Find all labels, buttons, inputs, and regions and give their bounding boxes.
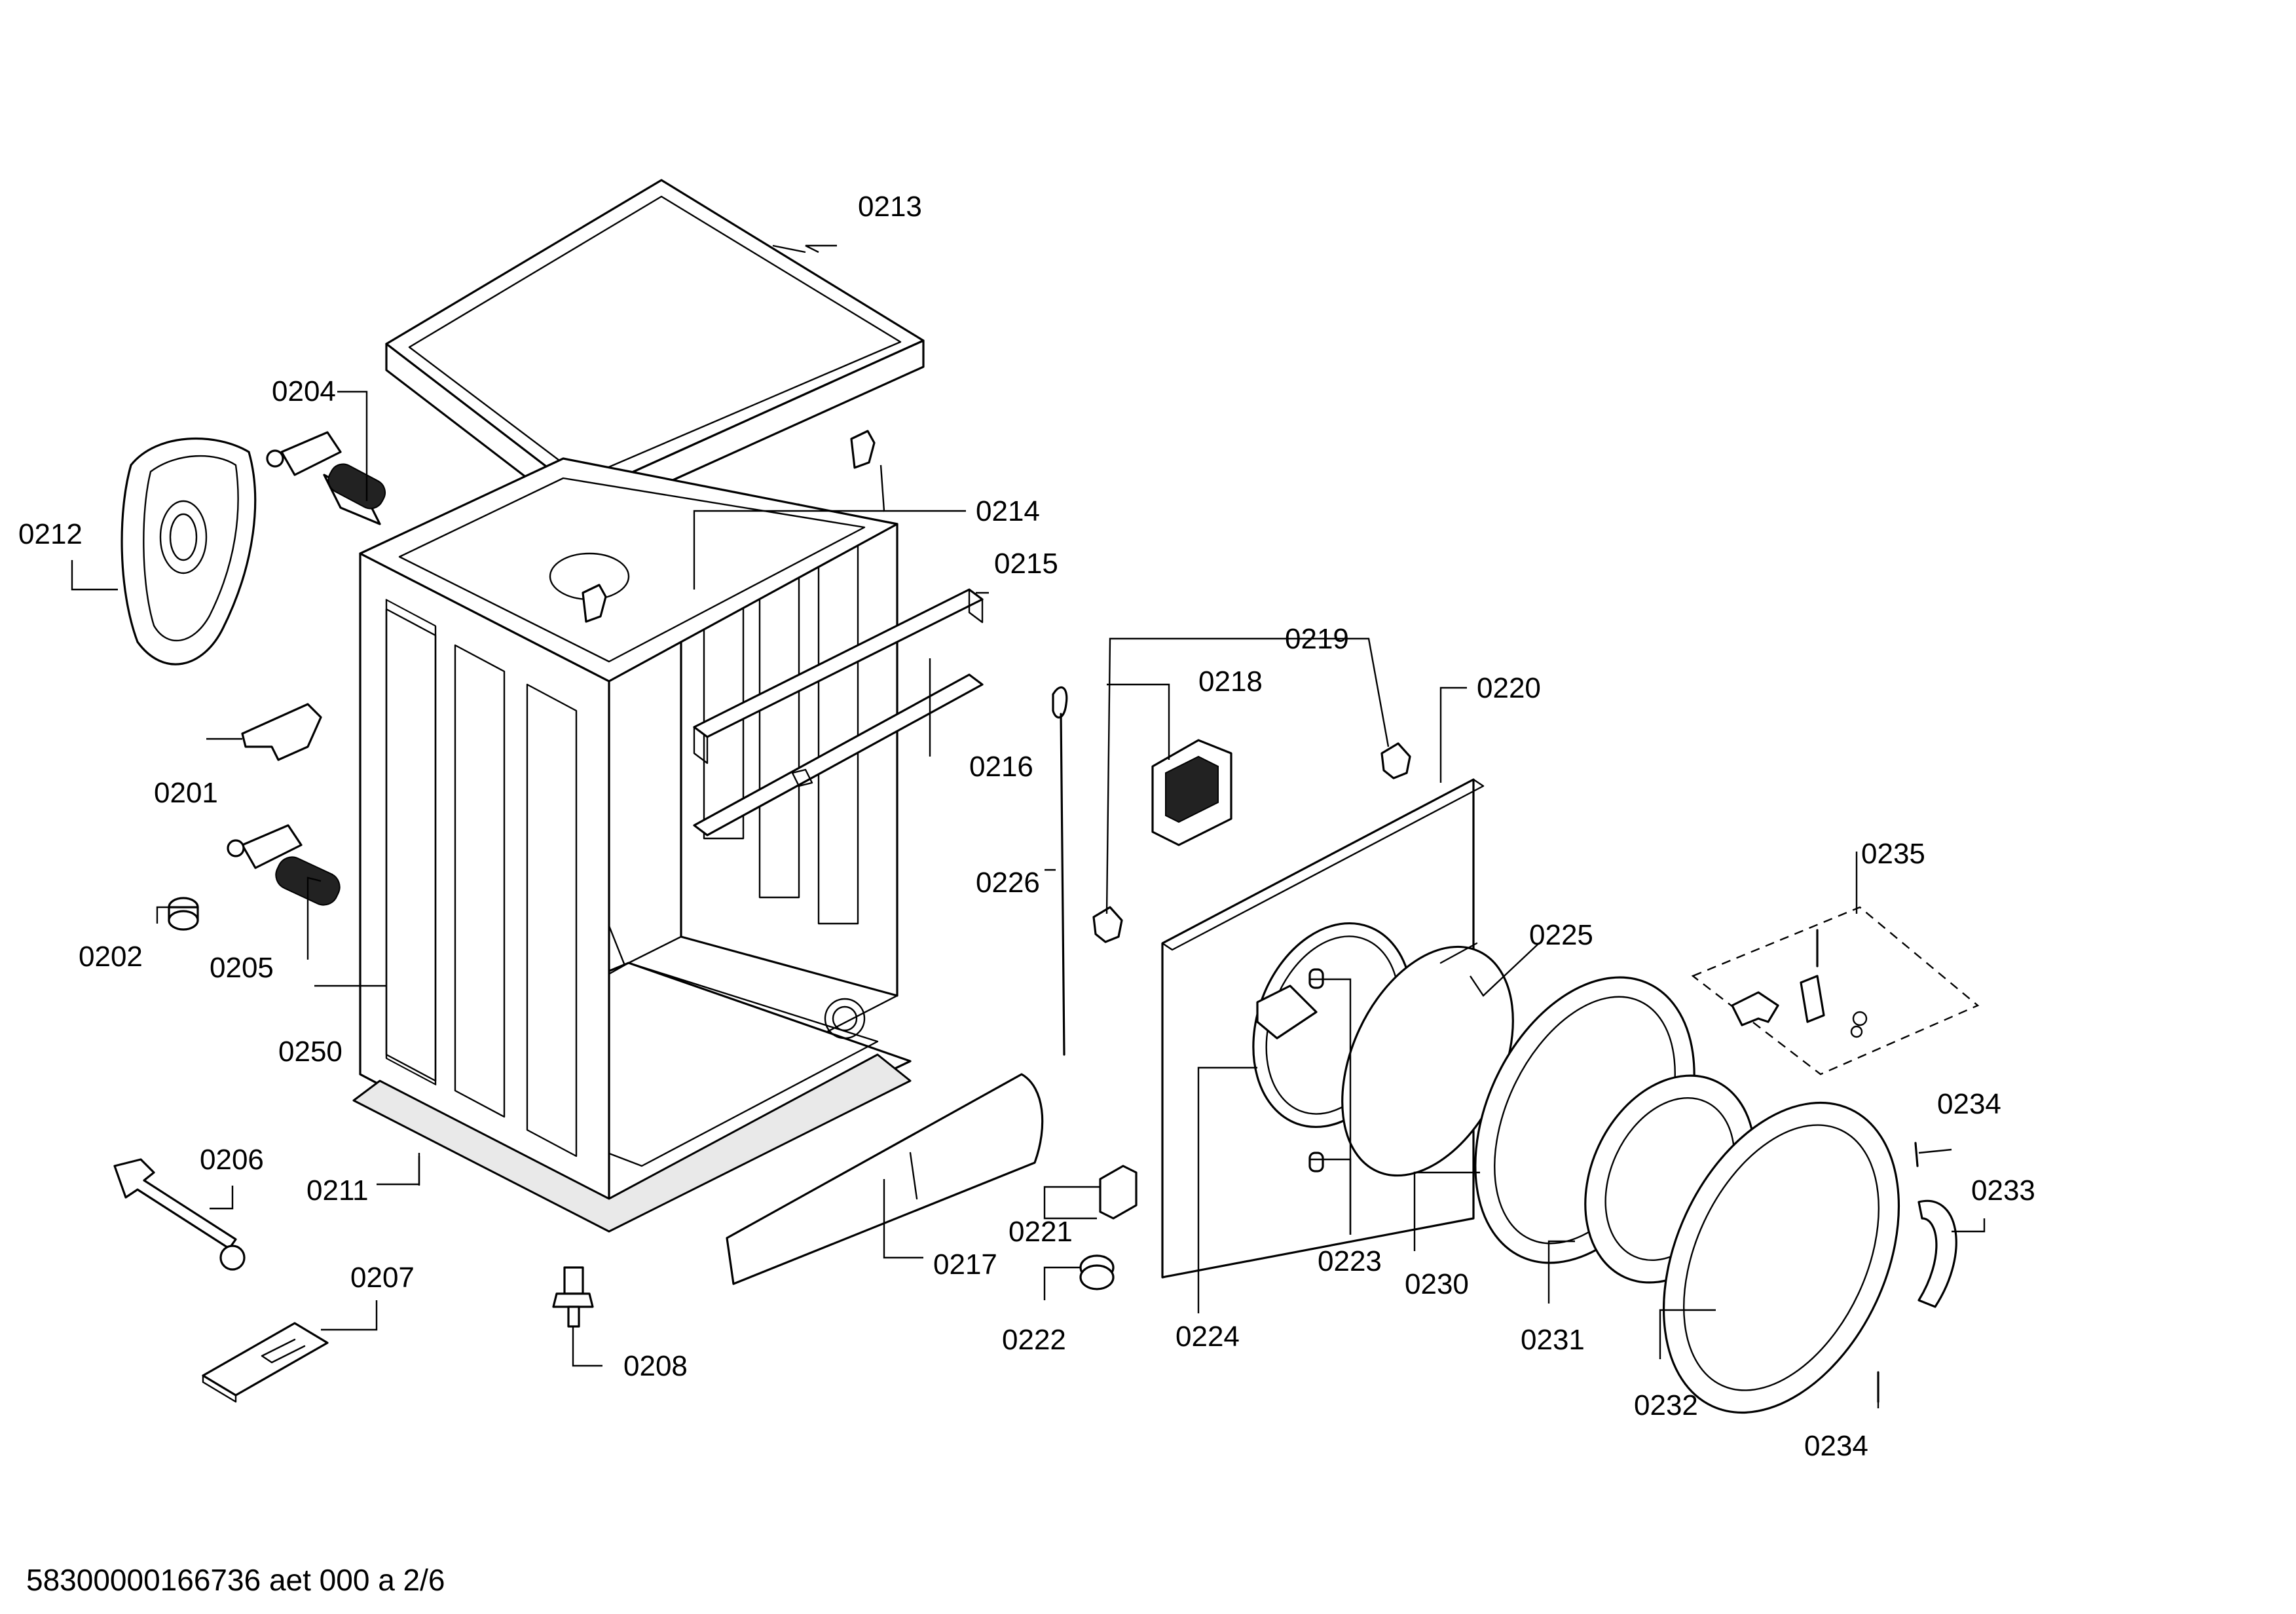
part-0250-cabinet — [352, 457, 912, 1233]
part-0222-knob — [1079, 1254, 1115, 1290]
label-0250: 0250 — [278, 1036, 343, 1068]
leader-lines — [71, 244, 1986, 1408]
label-0218: 0218 — [1198, 666, 1263, 698]
label-0232: 0232 — [1634, 1389, 1698, 1421]
label-0235: 0235 — [1861, 838, 1925, 870]
part-0205-shock-absorber — [227, 824, 341, 906]
part-0216-strut — [693, 673, 984, 836]
label-0224: 0224 — [1176, 1321, 1240, 1353]
label-0201: 0201 — [154, 777, 218, 809]
label-0208: 0208 — [623, 1350, 688, 1382]
label-0234-upper: 0234 — [1937, 1088, 2001, 1120]
label-0217: 0217 — [933, 1248, 997, 1281]
part-0221-door-lock — [1099, 1165, 1138, 1220]
label-0221: 0221 — [1009, 1216, 1073, 1248]
label-0220: 0220 — [1477, 672, 1541, 704]
label-0222: 0222 — [1002, 1324, 1066, 1356]
part-0202-foot — [168, 897, 199, 931]
label-0219: 0219 — [1285, 623, 1349, 655]
part-0219-clip-lower — [1092, 906, 1123, 943]
label-0202: 0202 — [79, 941, 143, 973]
part-0232-outer-door-ring — [1662, 1101, 1900, 1414]
label-0234-lower: 0234 — [1804, 1430, 1868, 1462]
part-0218-module — [1151, 739, 1232, 846]
label-0207: 0207 — [350, 1262, 415, 1294]
label-0230: 0230 — [1405, 1268, 1469, 1300]
label-0215: 0215 — [994, 548, 1058, 580]
label-0206: 0206 — [200, 1144, 264, 1176]
part-0212-rear-cover — [120, 438, 257, 666]
label-0213: 0213 — [858, 191, 922, 223]
part-0215-strut — [693, 588, 984, 764]
part-labels: 0213 0204 0214 0212 0215 0219 0218 0220 … — [18, 191, 2035, 1462]
part-0219-clip-upper — [1380, 742, 1411, 779]
part-0208-screw — [552, 1266, 594, 1328]
part-0234-pin-upper — [1914, 1142, 1919, 1167]
part-0201-clip — [241, 703, 322, 761]
document-code: 58300000166736 aet 000 a 2/6 — [26, 1563, 445, 1597]
part-0206-spanner — [113, 1158, 246, 1271]
label-0223: 0223 — [1318, 1245, 1382, 1277]
label-0225: 0225 — [1529, 919, 1593, 951]
label-0211: 0211 — [306, 1174, 369, 1207]
part-0233-door-handle — [1917, 1199, 1957, 1308]
part-0226-cable — [1052, 686, 1068, 1056]
part-0213-worktop — [385, 179, 925, 522]
part-0207-transport-bracket — [202, 1322, 329, 1403]
label-0205: 0205 — [210, 952, 274, 984]
label-0204: 0204 — [272, 375, 336, 407]
label-0216: 0216 — [969, 751, 1033, 783]
part-0204-shock-absorber — [266, 431, 386, 525]
part-0235-hinge-kit — [1691, 906, 1980, 1076]
label-0214: 0214 — [976, 495, 1040, 527]
label-0226: 0226 — [976, 867, 1040, 899]
part-0214-bracket — [582, 430, 876, 623]
label-0233: 0233 — [1971, 1174, 2035, 1207]
label-0212: 0212 — [18, 518, 83, 550]
label-0231: 0231 — [1521, 1324, 1585, 1356]
